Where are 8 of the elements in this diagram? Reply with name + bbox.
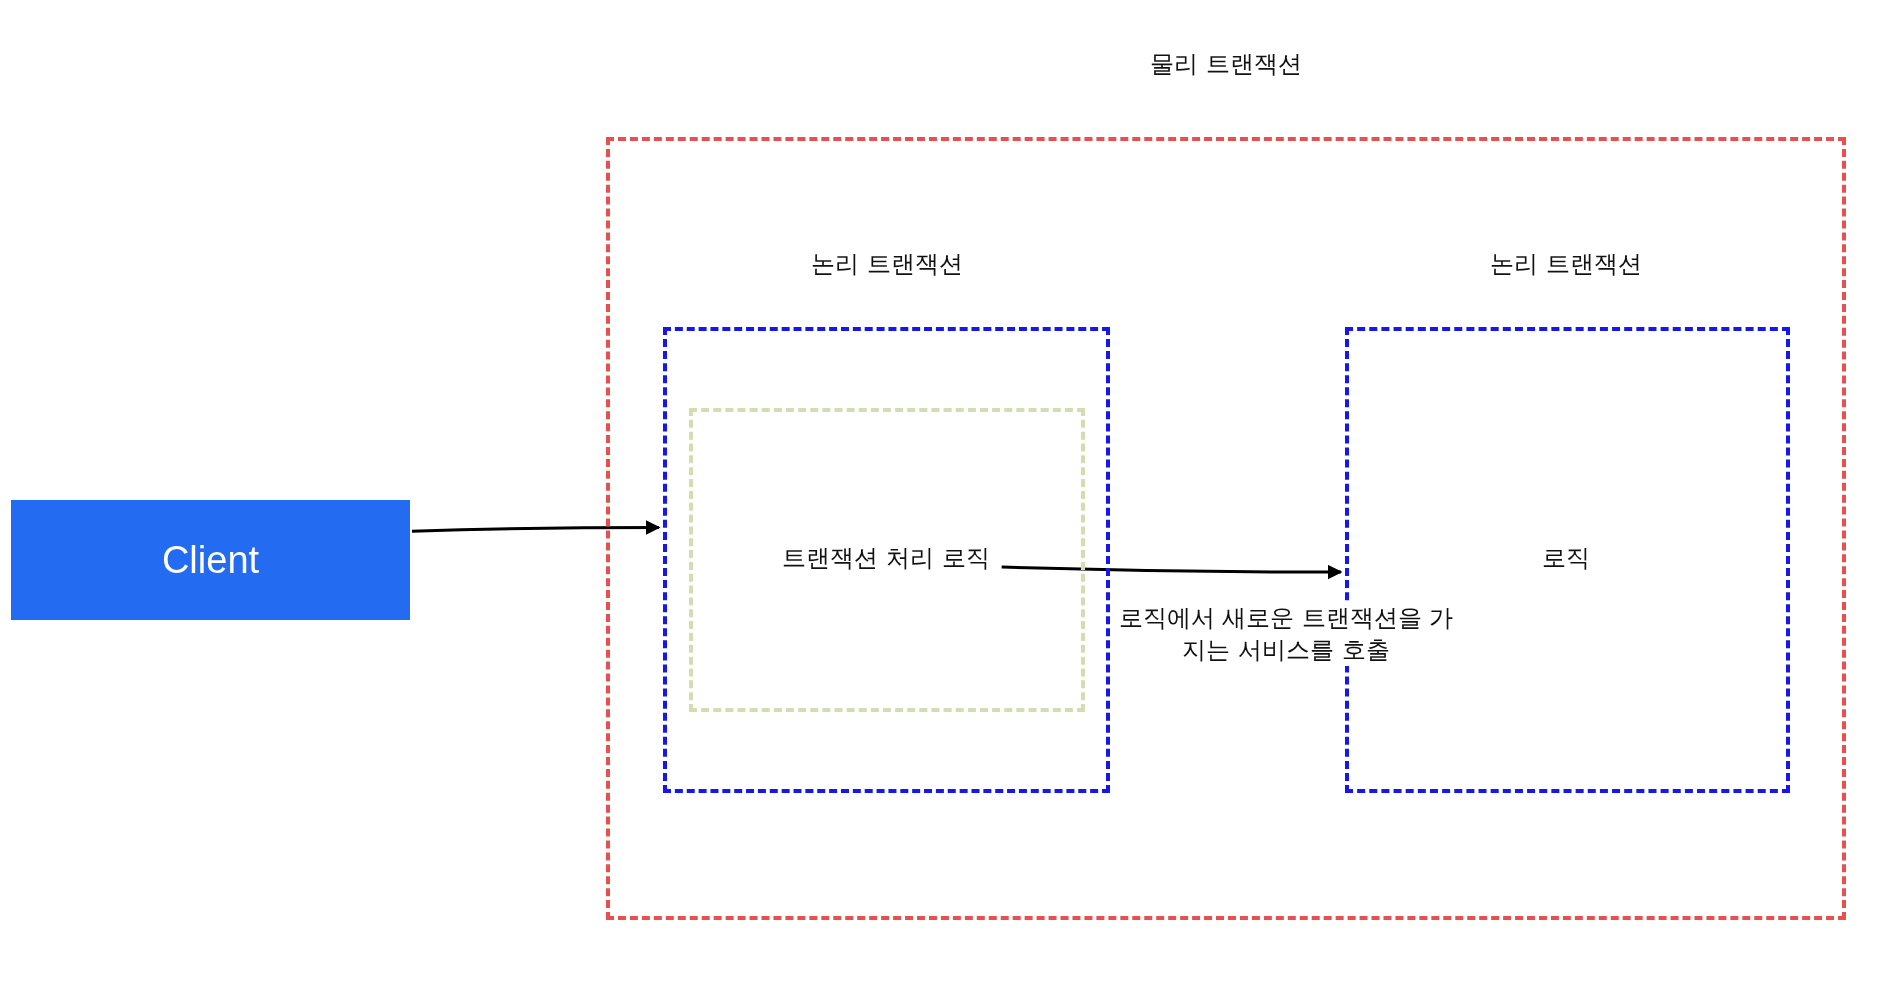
group-title: 논리 트랜잭션 xyxy=(1490,249,1642,280)
group-title: 논리 트랜잭션 xyxy=(811,249,963,280)
arrow xyxy=(411,519,661,535)
arrow xyxy=(1001,564,1343,580)
group-title: 물리 트랜잭션 xyxy=(1150,49,1302,80)
box-text: 로직 xyxy=(1542,543,1590,574)
client-box: Client xyxy=(11,500,410,620)
box-text: 트랜잭션 처리 로직 xyxy=(782,543,990,574)
